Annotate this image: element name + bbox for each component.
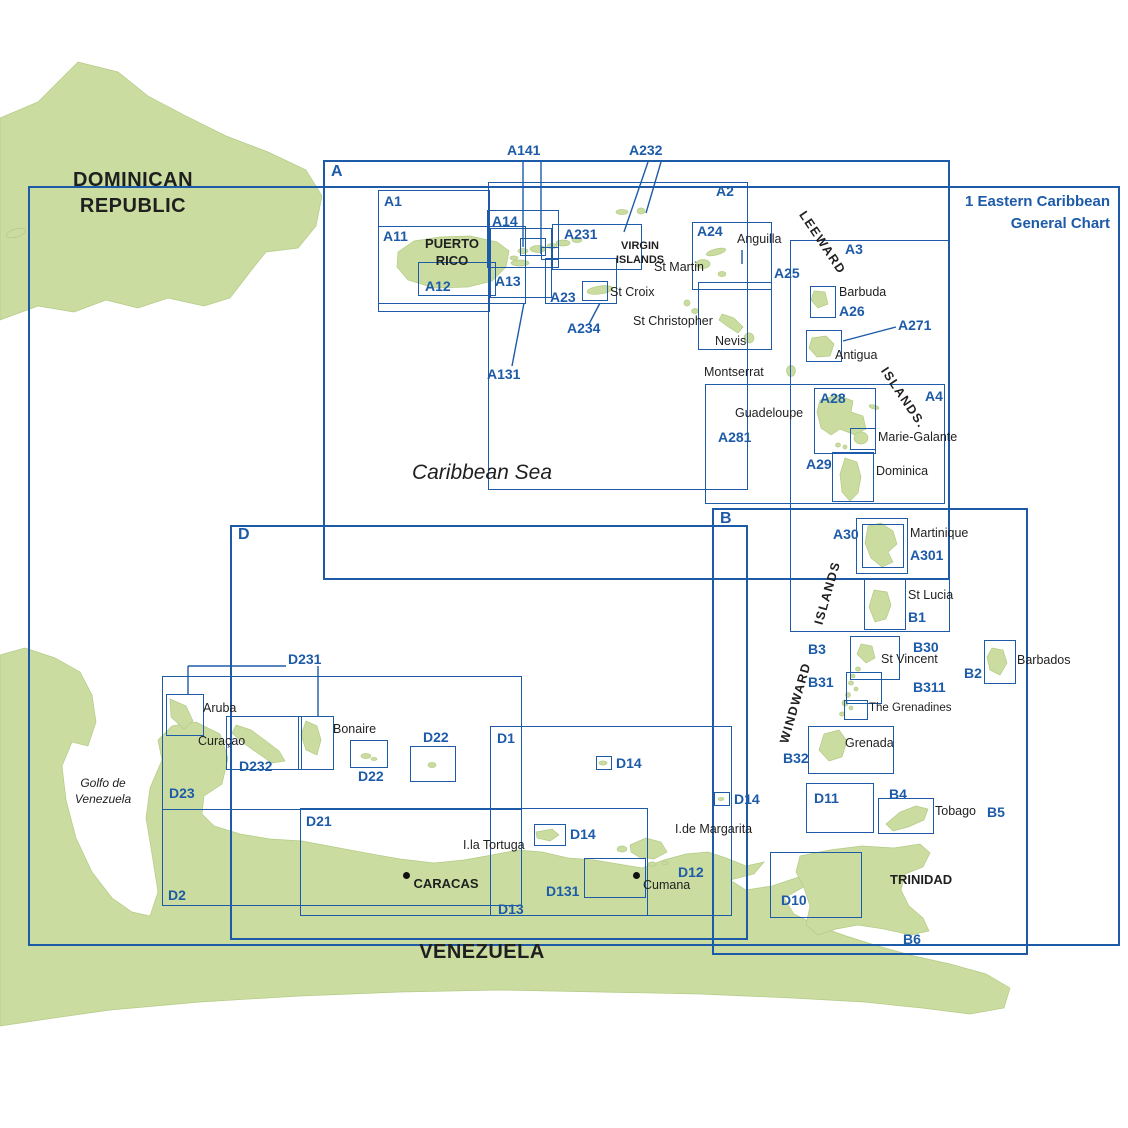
land-st-lucia — [868, 589, 892, 623]
leader-line-6 — [511, 302, 525, 367]
general-chart-title-line2: General Chart — [1010, 215, 1110, 232]
land-martinique — [864, 522, 898, 568]
land-aruba — [169, 698, 194, 730]
land-trinidad — [795, 843, 931, 936]
land-grenada — [818, 729, 848, 762]
leader-line-3 — [645, 161, 662, 214]
leader-line-5 — [588, 302, 601, 325]
land-hispaniola — [0, 61, 323, 321]
land-curacao — [231, 724, 286, 764]
land-tobago — [885, 805, 929, 832]
land-barbados — [986, 647, 1008, 676]
general-chart-title-line1: 1 Eastern Caribbean — [964, 193, 1110, 210]
land-margarita — [629, 837, 668, 860]
island-specks — [5, 207, 880, 867]
leader-line-4 — [842, 326, 897, 342]
land-st-vincent — [856, 643, 876, 664]
land-barbuda — [810, 290, 829, 309]
land-st-christopher — [718, 313, 744, 334]
land-dominica — [839, 457, 862, 502]
land-tortuga — [535, 828, 560, 842]
land-south-america — [0, 647, 1011, 1027]
leader-line-2 — [623, 161, 649, 233]
land-antigua — [808, 335, 835, 358]
